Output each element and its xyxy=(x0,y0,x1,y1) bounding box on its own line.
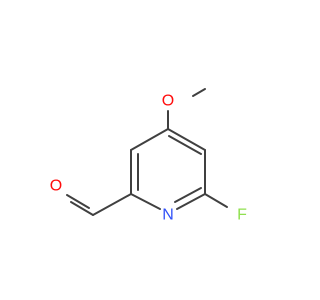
fluorine-label: F xyxy=(237,207,247,224)
bond-c6-f xyxy=(204,193,228,208)
atom-labels: O N F O xyxy=(50,93,247,224)
bond-c4-c5 xyxy=(167,128,206,151)
aldehyde-oxygen-label: O xyxy=(50,178,62,195)
methoxy-oxygen-label: O xyxy=(162,93,174,110)
bond-c2-cho xyxy=(92,193,132,216)
bond-c3-c4 xyxy=(130,128,169,151)
bond-n-c2 xyxy=(130,193,161,210)
bond-c4-c5-double xyxy=(168,135,202,155)
bond-c6-n xyxy=(176,193,206,210)
bond-lines xyxy=(66,88,228,216)
nitrogen-label: N xyxy=(162,207,174,224)
bond-methyl-o xyxy=(192,88,206,97)
molecule-canvas: O N F O xyxy=(49,88,248,224)
molecule-structure: O N F O xyxy=(50,88,247,224)
bond-cho-o-double xyxy=(66,194,90,209)
bond-c6-n-double xyxy=(174,187,202,203)
bond-cho-o xyxy=(70,201,94,216)
